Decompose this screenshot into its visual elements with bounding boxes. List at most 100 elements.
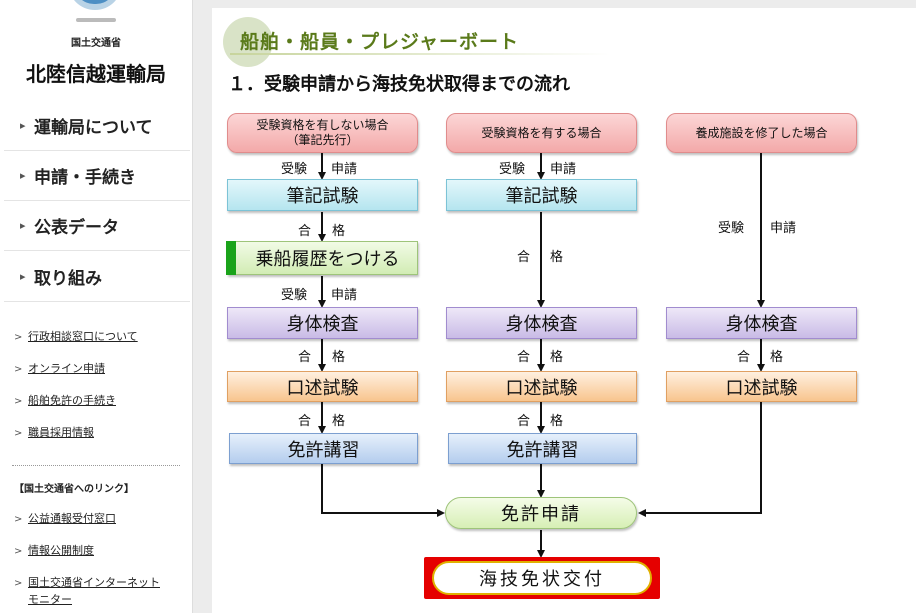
license-course-left: 免許講習 (229, 433, 418, 464)
chevron-right-icon: > (14, 514, 23, 525)
boarding-record: 乗船履歴をつける (227, 241, 418, 275)
label-pass: 合 (298, 414, 312, 429)
oral-exam-label: 口述試験 (286, 377, 359, 399)
subnav-ship-license[interactable]: >船舶免許の手続き (14, 392, 116, 410)
chevron-right-icon: ▸ (20, 269, 26, 283)
label-exam: 受験 (718, 221, 745, 236)
links-heading: 【国土交通省へのリンク】 (14, 484, 134, 495)
subnav-ship-license-label: 船舶免許の手続き (28, 394, 116, 407)
sidebar: 国土交通省 北陸信越運輸局 ▸ 運輸局について ▸ 申請・手続き ▸公表データ ▸ 取… (0, 0, 193, 613)
chevron-right-icon: > (14, 428, 23, 439)
link-disclosure[interactable]: > 情報公開制度 (14, 542, 94, 560)
link-disclosure-label: 情報公開制度 (28, 544, 94, 557)
start-training-completed-label: 養成施設を修了した場合 (695, 125, 828, 140)
label-pass: 合 (517, 350, 531, 365)
nav-public-data[interactable]: ▸公表データ (4, 200, 190, 251)
nav-procedures[interactable]: ▸ 申請・手続き (4, 150, 190, 201)
link-internet-monitor[interactable]: > 国土交通省インターネット (14, 574, 160, 592)
written-exam-left: 筆記試験 (227, 179, 418, 211)
subnav-consultation-label: 行政相談窓口について (28, 330, 138, 343)
label-pass: 合 (298, 350, 312, 365)
label-pass: 合 (737, 350, 751, 365)
license-application: 免許申請 (445, 497, 637, 529)
license-application-label: 免許申請 (501, 504, 581, 525)
section-title: 船舶・船員・プレジャーボート (240, 31, 520, 53)
license-issuance: 海技免状交付 (424, 557, 660, 599)
label-pass: 格 (332, 414, 346, 429)
subnav-recruitment[interactable]: > 職員採用情報 (14, 424, 94, 442)
label-exam: 受験 (281, 288, 308, 303)
page-subtitle: １．受験申請から海技免状取得までの流れ (228, 74, 570, 95)
section-title-decoration (223, 17, 273, 67)
label-pass: 格 (550, 350, 564, 365)
section-title-underline (230, 53, 610, 55)
license-course-label: 免許講習 (287, 439, 360, 461)
nav-about[interactable]: ▸ 運輸局について (4, 100, 190, 151)
physical-exam-center: 身体検査 (446, 307, 637, 339)
label-application: 申請 (550, 162, 577, 177)
oral-exam-left: 口述試験 (227, 371, 418, 402)
org-sub: 国土交通省 (71, 38, 121, 49)
oral-exam-label: 口述試験 (725, 377, 798, 399)
nav-initiatives-label: 取り組み (34, 268, 102, 289)
chevron-right-icon: > (14, 546, 23, 557)
oral-exam-center: 口述試験 (446, 371, 637, 402)
chevron-right-icon: ▸ (20, 168, 26, 182)
label-pass: 格 (550, 250, 564, 265)
physical-exam-label: 身体検査 (505, 314, 578, 335)
chevron-right-icon: > (14, 578, 23, 589)
license-course-label: 免許講習 (506, 439, 579, 461)
label-exam: 受験 (281, 162, 308, 177)
logo-underline (76, 18, 116, 22)
nav-initiatives[interactable]: ▸ 取り組み (4, 251, 190, 302)
license-issuance-inner: 海技免状交付 (432, 561, 652, 595)
label-pass: 合 (517, 414, 531, 429)
label-application: 申請 (331, 162, 358, 177)
label-exam: 受験 (499, 162, 526, 177)
start-qualified: 受験資格を有する場合 (446, 113, 637, 153)
physical-exam-label: 身体検査 (286, 314, 359, 335)
start-no-qualification-line2: （筆記先行） (286, 133, 359, 147)
logo-icon[interactable] (68, 0, 122, 10)
label-pass: 格 (770, 350, 784, 365)
nav-public-data-label: 公表データ (34, 217, 119, 238)
label-pass: 格 (332, 350, 346, 365)
nav-procedures-label: 申請・手続き (34, 167, 136, 188)
link-internet-monitor-cont[interactable]: モニター (28, 591, 72, 608)
subnav-consultation[interactable]: > 行政相談窓口について (14, 328, 138, 346)
label-pass: 格 (332, 224, 346, 239)
link-internet-monitor-label-2: モニター (28, 593, 72, 606)
chevron-right-icon: > (14, 332, 23, 343)
link-whistleblowing[interactable]: > 公益通報受付窓口 (14, 510, 116, 528)
physical-exam-right: 身体検査 (666, 307, 857, 339)
chevron-right-icon: > (14, 364, 23, 375)
start-qualified-label: 受験資格を有する場合 (481, 125, 602, 140)
license-course-center: 免許講習 (448, 433, 637, 464)
chevron-right-icon: ▸ (20, 118, 26, 132)
label-pass: 合 (298, 224, 312, 239)
boarding-record-accent (226, 241, 236, 275)
boarding-record-label: 乗船履歴をつける (255, 249, 400, 270)
written-exam-center: 筆記試験 (446, 179, 637, 211)
oral-exam-right: 口述試験 (666, 371, 857, 402)
link-internet-monitor-label: 国土交通省インターネット (28, 576, 160, 589)
oral-exam-label: 口述試験 (505, 377, 578, 399)
label-pass: 合 (517, 250, 531, 265)
label-pass: 格 (550, 414, 564, 429)
link-whistleblowing-label: 公益通報受付窓口 (28, 512, 116, 525)
label-application: 申請 (770, 221, 797, 236)
nav-about-label: 運輸局について (34, 117, 153, 138)
label-application: 申請 (331, 288, 358, 303)
org-name[interactable]: 北陸信越運輸局 (26, 62, 166, 86)
divider (12, 465, 180, 466)
start-no-qualification-line1: 受験資格を有しない場合 (256, 118, 389, 132)
arrow-right-to-application (638, 402, 762, 517)
written-exam-label: 筆記試験 (286, 186, 359, 207)
license-issuance-label: 海技免状交付 (479, 569, 605, 590)
arrow-left-to-application (321, 464, 445, 517)
subnav-recruitment-label: 職員採用情報 (28, 426, 94, 439)
physical-exam-left: 身体検査 (227, 307, 418, 339)
start-no-qualification: 受験資格を有しない場合（筆記先行） (227, 113, 418, 153)
subnav-online[interactable]: >オンライン申請 (14, 360, 105, 378)
